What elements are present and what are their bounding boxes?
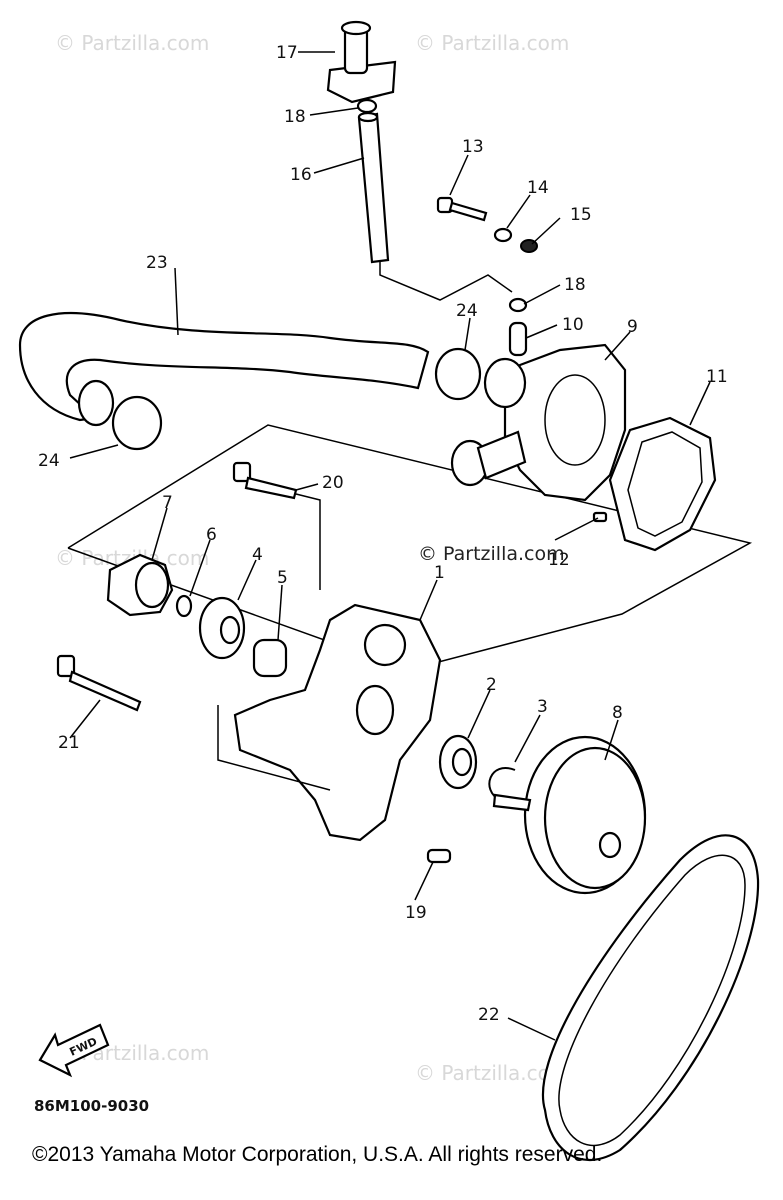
callout-5: 5: [277, 568, 288, 588]
part-5-collar: [252, 638, 288, 678]
callout-20: 20: [322, 473, 344, 493]
part-6-washer: [175, 594, 193, 618]
callout-11: 11: [706, 367, 728, 387]
part-23-hose: [18, 312, 430, 422]
part-24-clamp-right: [434, 347, 482, 401]
callout-3: 3: [537, 697, 548, 717]
callout-6: 6: [206, 525, 217, 545]
callouts: 17 18 16 13 14 15 23 18 24 10 9 11 24 20…: [38, 43, 728, 1025]
part-19-pin: [426, 848, 452, 864]
callout-21: 21: [58, 733, 80, 753]
callout-2: 2: [486, 675, 497, 695]
part-14-washer: [493, 227, 513, 243]
part-2-bearing: [438, 734, 478, 790]
callout-18: 18: [564, 275, 586, 295]
bolt-20-line: [295, 493, 321, 590]
forward-arrow-icon: FWD: [38, 1023, 110, 1078]
part-16-pipe: [357, 112, 390, 264]
housing-line: [217, 705, 331, 791]
callout-23: 23: [146, 253, 168, 273]
watermark-center: © Partzilla.com: [418, 543, 565, 565]
part-18-clamp: [356, 98, 378, 114]
callout-10: 10: [562, 315, 584, 335]
part-8-pulley: [492, 735, 647, 895]
callout-4: 4: [252, 545, 263, 565]
callout-13: 13: [462, 137, 484, 157]
callout-19: 19: [405, 903, 427, 923]
callout-16: 16: [290, 165, 312, 185]
callout-22: 22: [478, 1005, 500, 1025]
part-16-pipe-end: [357, 111, 379, 123]
callout-12: 12: [548, 550, 570, 570]
callout-14: 14: [527, 178, 549, 198]
part-7-impeller: [106, 553, 174, 617]
part-10-hose: [508, 321, 528, 357]
part-22-belt-inner: [558, 854, 746, 1147]
connection-line: [379, 262, 513, 301]
part-13-bolt: [436, 196, 488, 222]
part-9-pump-cover: [450, 343, 627, 502]
part-21-bolt: [56, 654, 142, 712]
callout-24: 24: [38, 451, 60, 471]
part-22-belt: [541, 834, 760, 1162]
part-20-bolt: [232, 461, 298, 500]
callout-9: 9: [627, 317, 638, 337]
callout-17: 17: [276, 43, 298, 63]
callout-15: 15: [570, 205, 592, 225]
part-11-gasket-inner: [627, 431, 703, 537]
watermark: © Partzilla.com: [55, 31, 209, 55]
diagram-code: 86M100-9030: [34, 1097, 149, 1115]
part-23-hose-end: [77, 379, 115, 427]
leader-lines: [69, 51, 711, 1041]
copyright-notice: ©2013 Yamaha Motor Corporation, U.S.A. A…: [32, 1143, 602, 1166]
part-1-pump-housing: [233, 603, 442, 842]
callout-24: 24: [456, 301, 478, 321]
callout-8: 8: [612, 703, 623, 723]
callout-7: 7: [162, 493, 173, 513]
watermarks: © Partzilla.com © Partzilla.com © Partzi…: [55, 31, 569, 1085]
part-24-clamp-left: [111, 395, 163, 451]
part-18-clamp-lower: [508, 297, 528, 313]
callout-18: 18: [284, 107, 306, 127]
watermark: © Partzilla.com: [415, 31, 569, 55]
part-11-gasket: [608, 416, 717, 552]
part-17-fitting: [326, 20, 397, 104]
callout-1: 1: [434, 563, 445, 583]
part-4-seal: [198, 596, 246, 660]
